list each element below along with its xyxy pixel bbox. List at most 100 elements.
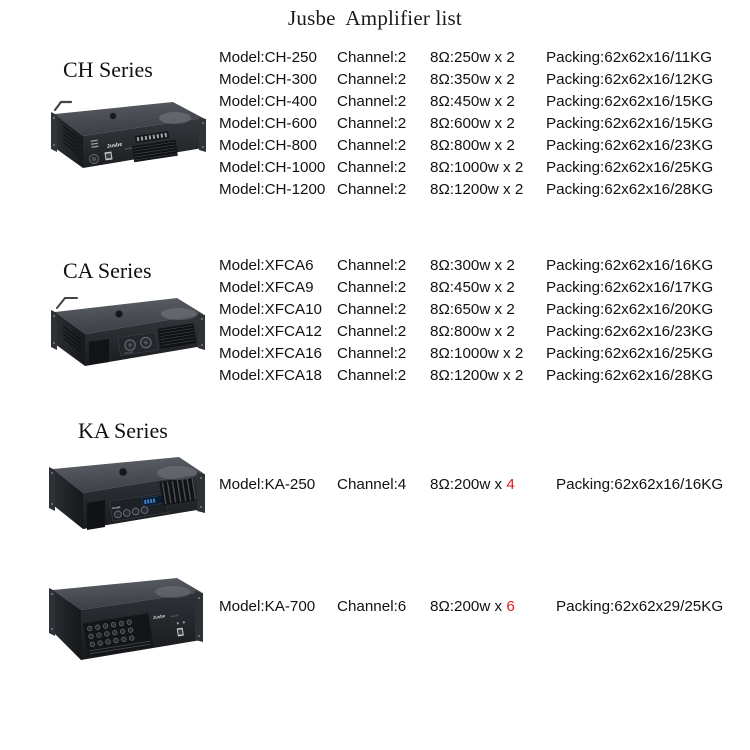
power-count: 2 xyxy=(514,345,524,362)
power-text: 8Ω:1200w x xyxy=(430,367,515,384)
cell-power: 8Ω:1000w x 2 xyxy=(430,157,523,179)
cell-packing: Packing:62x62x16/11KG xyxy=(546,49,713,66)
power-text: 8Ω:450w x xyxy=(430,93,507,110)
power-text: 8Ω:600w x xyxy=(430,115,507,132)
power-text: 8Ω:1000w x xyxy=(430,159,515,176)
power-text: 8Ω:1200w x xyxy=(430,181,515,198)
cell-packing: Packing:62x62x16/12KG xyxy=(546,71,714,88)
cell-model: Model:XFCA10 xyxy=(219,301,322,318)
power-text: 8Ω:300w x xyxy=(430,257,507,274)
cell-power: 8Ω:600w x 2 xyxy=(430,113,515,135)
cell-channel: Channel:2 xyxy=(337,345,407,362)
cell-packing: Packing:62x62x16/17KG xyxy=(546,279,714,296)
series-heading-ka: KA Series xyxy=(78,418,168,443)
power-text: 8Ω:800w x xyxy=(430,323,507,340)
cell-channel: Channel:2 xyxy=(337,49,407,66)
power-text: 8Ω:200w x xyxy=(430,598,507,615)
cell-power: 8Ω:300w x 2 xyxy=(430,255,515,277)
cell-power: 8Ω:650w x 2 xyxy=(430,299,515,321)
cell-power: 8Ω:800w x 2 xyxy=(430,135,515,157)
power-text: 8Ω:250w x xyxy=(430,49,507,66)
cell-channel: Channel:2 xyxy=(337,93,407,110)
power-count: 2 xyxy=(506,137,515,154)
cell-packing: Packing:62x62x16/23KG xyxy=(546,137,714,154)
cell-channel: Channel:2 xyxy=(337,71,407,88)
power-count: 2 xyxy=(506,323,515,340)
cell-model: Model:CH-300 xyxy=(219,71,317,88)
cell-channel: Channel:2 xyxy=(337,115,407,132)
svg-text:Jusbe: Jusbe xyxy=(106,142,122,150)
cell-power: 8Ω:1200w x 2 xyxy=(430,179,523,201)
cell-power: 8Ω:1000w x 2 xyxy=(430,343,523,365)
cell-power: 8Ω:1200w x 2 xyxy=(430,365,523,387)
cell-power: 8Ω:200w x 6 xyxy=(430,596,515,618)
cell-model: Model:XFCA18 xyxy=(219,367,322,384)
power-count: 2 xyxy=(506,301,515,318)
cell-channel: Channel:4 xyxy=(337,476,407,493)
power-text: 8Ω:1000w x xyxy=(430,345,515,362)
power-count: 2 xyxy=(514,367,524,384)
cell-packing: Packing:62x62x16/28KG xyxy=(546,181,714,198)
cell-power: 8Ω:450w x 2 xyxy=(430,91,515,113)
cell-power: 8Ω:450w x 2 xyxy=(430,277,515,299)
cell-channel: Channel:2 xyxy=(337,257,407,274)
cell-model: Model:CH-250 xyxy=(219,49,317,66)
svg-text:KA-700: KA-700 xyxy=(171,614,180,618)
cell-model: Model:CH-800 xyxy=(219,137,317,154)
power-count-highlight: 6 xyxy=(506,598,515,615)
cell-packing: Packing:62x62x16/25KG xyxy=(546,159,714,176)
cell-channel: Channel:2 xyxy=(337,301,407,318)
cell-model: Model:KA-700 xyxy=(219,598,316,615)
cell-channel: Channel:2 xyxy=(337,137,407,154)
cell-model: Model:CH-600 xyxy=(219,115,317,132)
cell-packing: Packing:62x62x16/28KG xyxy=(546,367,714,384)
cell-model: Model:CH-1200 xyxy=(219,181,326,198)
svg-text:CH-800: CH-800 xyxy=(125,146,135,151)
cell-packing: Packing:62x62x16/23KG xyxy=(546,323,714,340)
power-count: 2 xyxy=(514,159,524,176)
svg-text:Jusbe: Jusbe xyxy=(152,613,166,620)
page-title: Jusbe Amplifier list xyxy=(288,6,462,30)
cell-packing: Packing:62x62x16/15KG xyxy=(546,93,714,110)
cell-packing: Packing:62x62x16/16KG xyxy=(556,476,724,493)
cell-power: 8Ω:350w x 2 xyxy=(430,69,515,91)
cell-packing: Packing:62x62x16/20KG xyxy=(546,301,714,318)
power-count-highlight: 4 xyxy=(506,476,515,493)
power-text: 8Ω:800w x xyxy=(430,137,507,154)
power-count: 2 xyxy=(506,257,515,274)
cell-channel: Channel:2 xyxy=(337,323,407,340)
ka250-amplifier-image: Jusbe xyxy=(27,447,207,542)
power-text: 8Ω:350w x xyxy=(430,71,507,88)
cell-packing: Packing:62x62x16/15KG xyxy=(546,115,714,132)
power-text: 8Ω:200w x xyxy=(430,476,507,493)
cell-packing: Packing:62x62x16/25KG xyxy=(546,345,714,362)
cell-model: Model:XFCA9 xyxy=(219,279,314,296)
ch-series-amplifier-image: Jusbe CH-800 xyxy=(27,96,207,191)
cell-model: Model:CH-400 xyxy=(219,93,317,110)
power-count: 2 xyxy=(514,181,524,198)
cell-channel: Channel:2 xyxy=(337,279,407,296)
cell-model: Model:XFCA6 xyxy=(219,257,314,274)
cell-channel: Channel:2 xyxy=(337,367,407,384)
svg-text:Jusbe: Jusbe xyxy=(112,505,122,510)
power-text: 8Ω:650w x xyxy=(430,301,507,318)
cell-packing: Packing:62x62x16/16KG xyxy=(546,257,714,274)
cell-power: 8Ω:200w x 4 xyxy=(430,474,515,496)
cell-power: 8Ω:250w x 2 xyxy=(430,47,515,69)
cell-packing: Packing:62x62x29/25KG xyxy=(556,598,724,615)
cell-model: Model:KA-250 xyxy=(219,476,316,493)
power-text: 8Ω:450w x xyxy=(430,279,507,296)
cell-power: 8Ω:800w x 2 xyxy=(430,321,515,343)
power-count: 2 xyxy=(506,93,515,110)
svg-text:XFCA12: XFCA12 xyxy=(124,351,134,355)
power-count: 2 xyxy=(506,71,515,88)
power-count: 2 xyxy=(506,279,515,296)
cell-channel: Channel:2 xyxy=(337,159,407,176)
cell-model: Model:CH-1000 xyxy=(219,159,326,176)
power-count: 2 xyxy=(506,115,515,132)
cell-model: Model:XFCA16 xyxy=(219,345,322,362)
ca-series-amplifier-image: XFCA12 xyxy=(27,288,207,383)
ka700-amplifier-image: Jusbe KA-700 xyxy=(27,570,207,665)
cell-model: Model:XFCA12 xyxy=(219,323,322,340)
cell-channel: Channel:6 xyxy=(337,598,407,615)
